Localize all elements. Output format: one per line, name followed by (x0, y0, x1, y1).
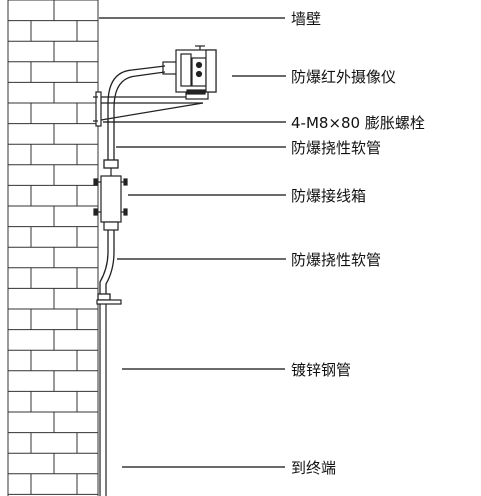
lower-flexible-hose (97, 230, 115, 301)
label-lower-hose: 防爆挠性软管 (291, 251, 381, 269)
brick-wall (7, 0, 99, 496)
label-steel-pipe: 镀锌钢管 (291, 361, 351, 379)
label-junction-box: 防爆接线箱 (291, 187, 366, 205)
label-wall: 墙壁 (291, 10, 321, 28)
galvanized-steel-pipe (96, 299, 122, 496)
explosion-proof-junction-box (93, 168, 128, 231)
label-expansion-bolt: 4-M8×80 膨胀螺栓 (291, 114, 425, 132)
label-camera: 防爆红外摄像仪 (291, 68, 396, 86)
label-terminal: 到终端 (291, 459, 336, 477)
leader-lines (99, 17, 286, 468)
upper-flexible-hose (103, 65, 166, 169)
wall-bracket (93, 90, 209, 127)
explosion-proof-infrared-camera (162, 45, 217, 95)
label-upper-hose: 防爆挠性软管 (291, 139, 381, 157)
